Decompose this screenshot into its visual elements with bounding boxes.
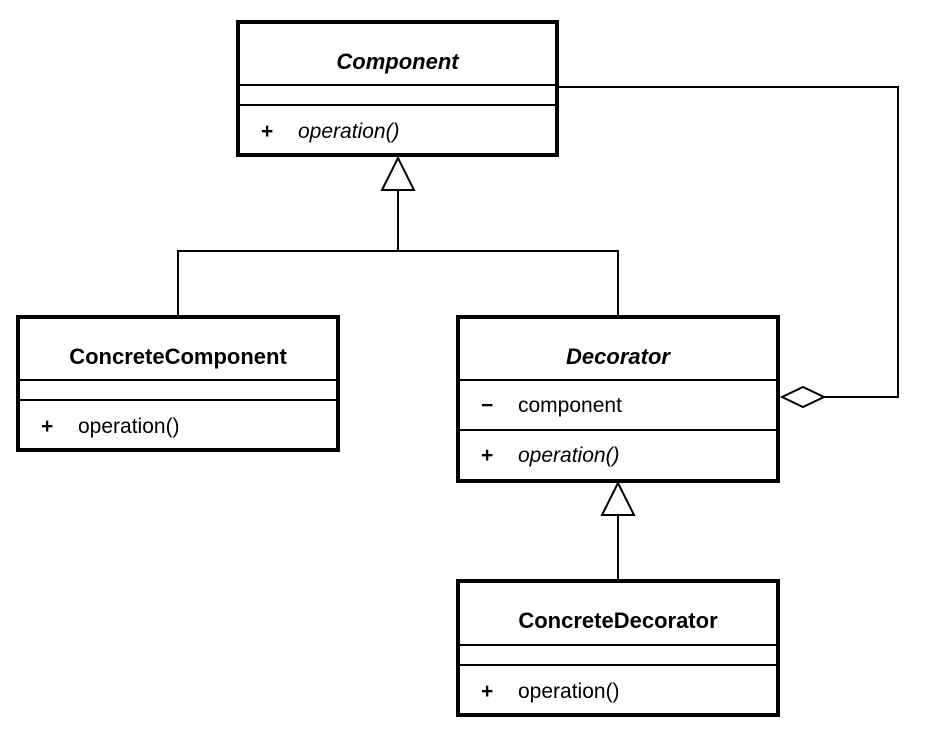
aggregation-line bbox=[559, 86, 899, 398]
inheritance-arrowhead-component bbox=[380, 155, 416, 191]
operation-concrete-decorator: + operation() bbox=[460, 666, 776, 717]
class-component: Component + operation() bbox=[236, 20, 559, 157]
visibility-private: − bbox=[481, 394, 494, 417]
operations-section-component: + operation() bbox=[240, 106, 555, 157]
class-decorator: Decorator − component + operation() bbox=[456, 315, 780, 483]
generalization-line-concrete-component bbox=[177, 250, 398, 316]
generalization-to-decorator bbox=[600, 480, 636, 580]
operation-decorator: + operation() bbox=[460, 431, 776, 483]
class-concrete-decorator: ConcreteDecorator + operation() bbox=[456, 579, 780, 717]
visibility-public: + bbox=[481, 680, 494, 703]
class-name-concrete-component: ConcreteComponent bbox=[20, 319, 336, 381]
attributes-section-concrete-component bbox=[20, 381, 336, 401]
generalization-to-component bbox=[177, 155, 619, 316]
generalization-line-decorator bbox=[398, 250, 619, 316]
operation-name: operation() bbox=[298, 120, 400, 143]
attributes-section-component bbox=[240, 86, 555, 106]
aggregation-diamond bbox=[779, 385, 827, 409]
operation-name: operation() bbox=[518, 680, 620, 703]
class-name-decorator: Decorator bbox=[460, 319, 776, 381]
attributes-section-decorator: − component bbox=[460, 381, 776, 431]
operations-section-decorator: + operation() bbox=[460, 431, 776, 483]
operations-section-concrete-decorator: + operation() bbox=[460, 666, 776, 717]
operations-section-concrete-component: + operation() bbox=[20, 401, 336, 452]
class-name-component: Component bbox=[240, 24, 555, 86]
visibility-public: + bbox=[481, 444, 494, 467]
inheritance-arrowhead-decorator bbox=[600, 480, 636, 516]
visibility-public: + bbox=[41, 415, 54, 438]
aggregation-decorator-component bbox=[559, 86, 899, 409]
attribute-component: − component bbox=[460, 381, 776, 431]
class-concrete-component: ConcreteComponent + operation() bbox=[16, 315, 340, 452]
attribute-name: component bbox=[518, 394, 622, 417]
visibility-public: + bbox=[261, 120, 274, 143]
attributes-section-concrete-decorator bbox=[460, 646, 776, 666]
operation-name: operation() bbox=[518, 444, 620, 467]
operation-concrete-component: + operation() bbox=[20, 401, 336, 452]
operation-component: + operation() bbox=[240, 106, 555, 157]
operation-name: operation() bbox=[78, 415, 180, 438]
class-name-concrete-decorator: ConcreteDecorator bbox=[460, 583, 776, 646]
